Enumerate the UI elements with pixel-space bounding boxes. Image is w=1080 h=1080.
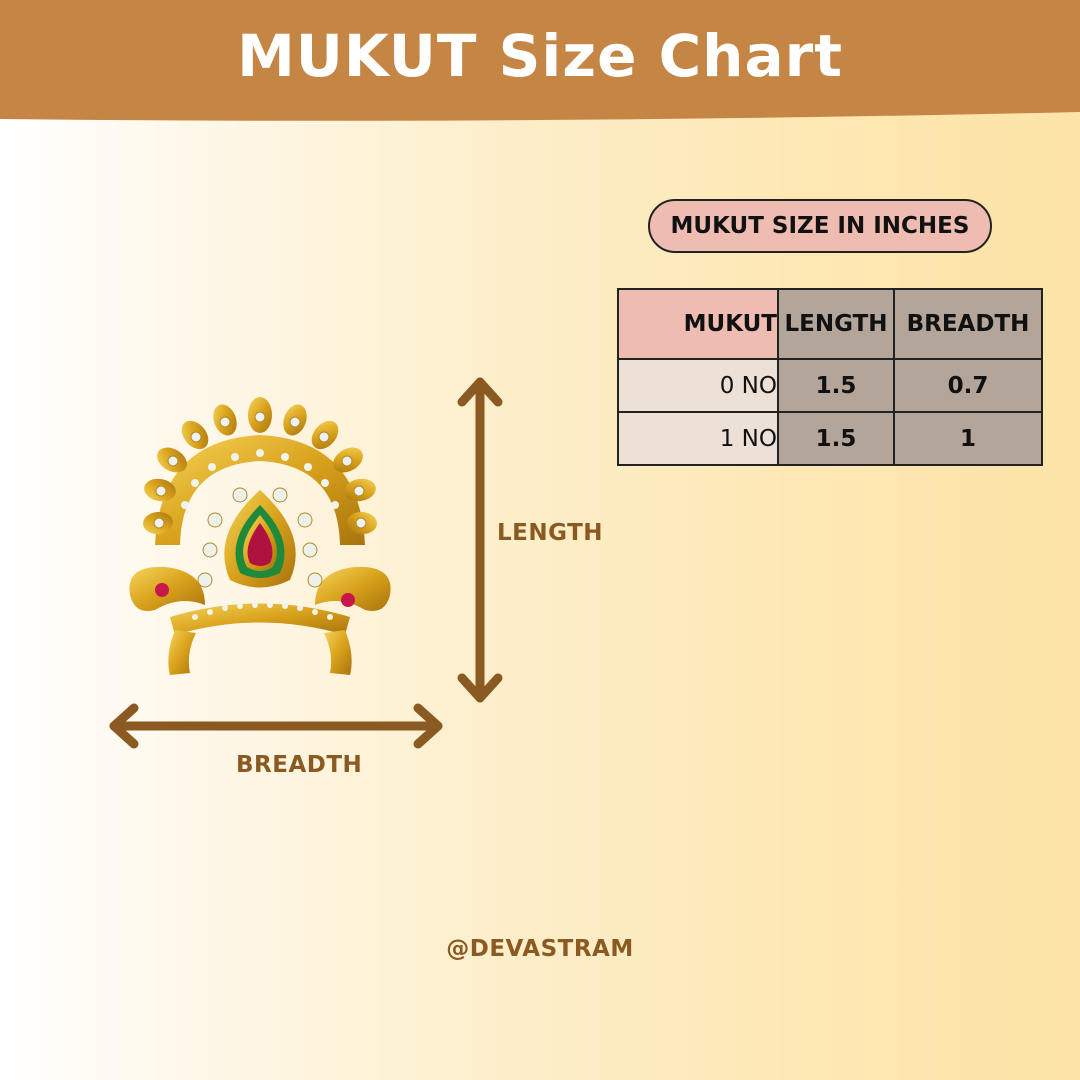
column-header-length: LENGTH <box>777 288 895 360</box>
cell-breadth: 0.7 <box>893 358 1043 413</box>
table-row: 0 NO 1.5 0.7 <box>617 358 1043 413</box>
cell-length: 1.5 <box>777 411 895 466</box>
size-table-caption: MUKUT SIZE IN INCHES <box>648 199 992 253</box>
cell-breadth: 1 <box>893 411 1043 466</box>
size-table: MUKUT LENGTH BREADTH 0 NO 1.5 0.7 1 NO 1… <box>617 288 1043 466</box>
cell-mukut: 1 NO <box>617 411 779 466</box>
header-band-shape <box>0 0 1080 121</box>
column-header-breadth: BREADTH <box>893 288 1043 360</box>
header-band: MUKUT Size Chart <box>0 0 1080 122</box>
cell-length: 1.5 <box>777 358 895 413</box>
column-header-mukut: MUKUT <box>617 288 779 360</box>
brand-handle: @DEVASTRAM <box>446 936 634 962</box>
mukut-crown-image <box>129 397 391 675</box>
table-header-row: MUKUT LENGTH BREADTH <box>617 288 1043 360</box>
page-title: MUKUT Size Chart <box>237 22 843 90</box>
length-arrow-icon <box>457 377 503 703</box>
table-row: 1 NO 1.5 1 <box>617 411 1043 466</box>
length-label: LENGTH <box>497 520 604 546</box>
breadth-arrow-icon <box>109 703 443 749</box>
cell-mukut: 0 NO <box>617 358 779 413</box>
breadth-label: BREADTH <box>236 752 363 778</box>
